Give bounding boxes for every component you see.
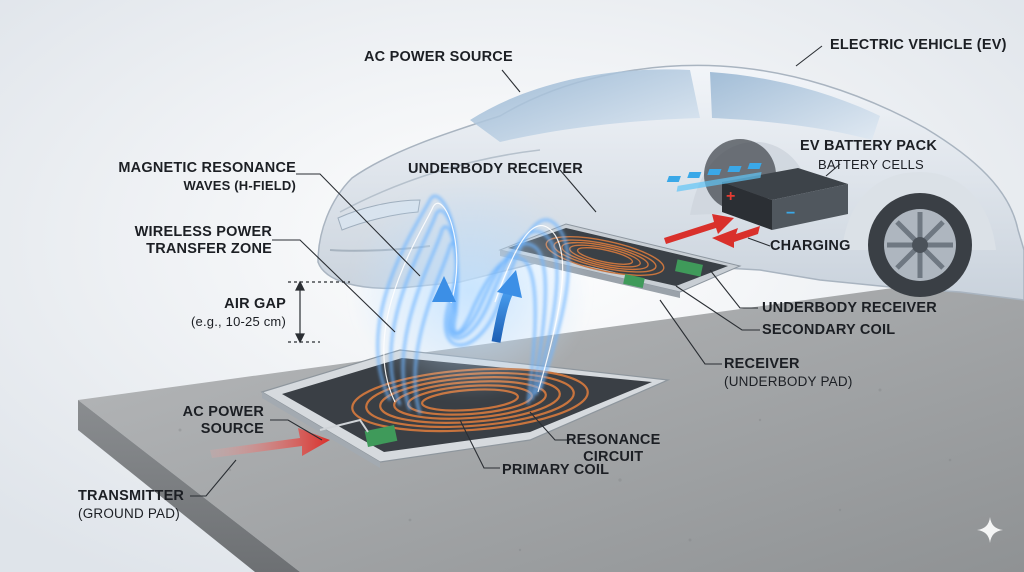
label-battery-cells: BATTERY CELLS [818, 157, 924, 172]
arrow-icon [210, 428, 330, 458]
label-ac-power-source-top: AC POWER SOURCE [364, 49, 513, 65]
label-underbody-receiver-top: UNDERBODY RECEIVER [408, 161, 583, 177]
label-transmitter-sub: (GROUND PAD) [78, 506, 180, 521]
leader-lines [190, 45, 841, 497]
air-gap-bracket [288, 280, 350, 344]
label-primary-coil: PRIMARY COIL [502, 462, 610, 478]
label-wireless-power-line2: TRANSFER ZONE [146, 241, 272, 257]
label-air-gap: AIR GAP (e.g., 10-25 cm) [140, 296, 286, 331]
label-resonance-line2: CIRCUIT [583, 449, 644, 465]
label-resonance-line1: RESONANCE [566, 432, 661, 448]
label-magnetic-resonance-line1: MAGNETIC RESONANCE [118, 160, 296, 176]
label-ac-power-left-line2: SOURCE [200, 421, 264, 437]
arrow-icon [664, 214, 760, 248]
label-receiver-title: RECEIVER [724, 356, 800, 372]
label-transmitter: TRANSMITTER (GROUND PAD) [78, 488, 184, 522]
magnetic-field [350, 180, 590, 415]
label-resonance-circuit: RESONANCE CIRCUIT [566, 432, 660, 466]
label-wireless-power-line1: WIRELESS POWER [134, 224, 272, 240]
label-underbody-receiver-right: UNDERBODY RECEIVER [762, 300, 937, 316]
label-magnetic-resonance-line2: WAVES (H-FIELD) [183, 178, 296, 193]
battery-icon: + − [666, 163, 848, 230]
battery-positive-terminal: + [726, 188, 735, 205]
label-ac-power-left-line1: AC POWER [182, 404, 264, 420]
label-air-gap-range: (e.g., 10-25 cm) [191, 314, 286, 329]
label-ac-power-source-left: AC POWER SOURCE [150, 404, 264, 438]
sparkle-icon [977, 517, 1003, 543]
label-transmitter-title: TRANSMITTER [78, 488, 185, 504]
label-magnetic-resonance: MAGNETIC RESONANCE WAVES (H-FIELD) [110, 160, 296, 195]
label-wireless-power-zone: WIRELESS POWER TRANSFER ZONE [110, 224, 272, 258]
label-receiver-sub: (UNDERBODY PAD) [724, 374, 853, 389]
battery-negative-terminal: − [786, 205, 795, 222]
label-charging: CHARGING [770, 238, 851, 254]
coil-icon [260, 349, 671, 468]
label-air-gap-title: AIR GAP [224, 296, 286, 312]
label-receiver: RECEIVER (UNDERBODY PAD) [724, 356, 853, 390]
label-electric-vehicle: ELECTRIC VEHICLE (EV) [830, 37, 1007, 53]
label-ev-battery-pack: EV BATTERY PACK [800, 138, 938, 154]
label-secondary-coil: SECONDARY COIL [762, 322, 896, 338]
